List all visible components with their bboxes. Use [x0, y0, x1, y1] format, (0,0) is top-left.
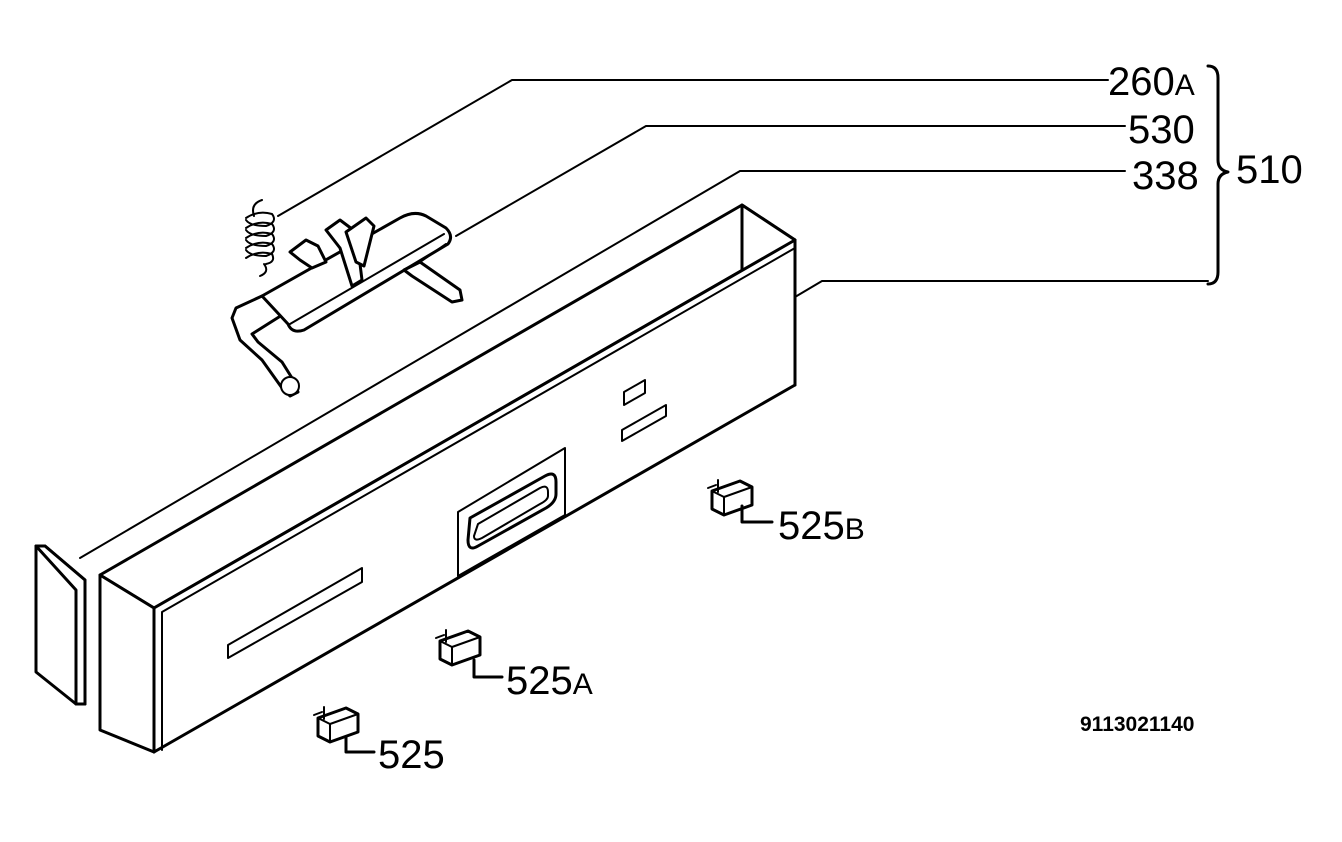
leader-530: [455, 125, 1126, 237]
latch-part: [230, 211, 464, 398]
button-525b-part: [707, 479, 774, 524]
button-525-part: [313, 706, 376, 754]
leader-525a: [472, 658, 504, 679]
label-510: 510: [1236, 148, 1303, 192]
label-530: 530: [1128, 108, 1195, 152]
end-cap-part: [34, 544, 87, 706]
document-number: 9113021140: [1080, 713, 1194, 736]
label-338: 338: [1132, 154, 1199, 198]
handle-grip: [466, 472, 558, 550]
control-panel-part: [98, 203, 797, 754]
label-525b: 525B: [778, 504, 865, 548]
spring-part: [245, 199, 275, 277]
leader-525: [344, 735, 376, 754]
indicator-window: [623, 379, 646, 406]
leader-338: [79, 170, 1126, 559]
label-525a: 525A: [506, 659, 593, 703]
leader-510-panel: [794, 280, 1209, 298]
button-525a-part: [435, 629, 504, 679]
indicator-slot: [621, 404, 667, 442]
label-525: 525: [378, 733, 445, 777]
leader-525b: [740, 504, 774, 524]
assembly-brace-510: [1206, 64, 1230, 286]
display-slot: [227, 567, 363, 659]
label-260a: 260A: [1108, 60, 1195, 104]
leader-lines: [79, 64, 1230, 559]
leader-260a: [277, 79, 1109, 217]
